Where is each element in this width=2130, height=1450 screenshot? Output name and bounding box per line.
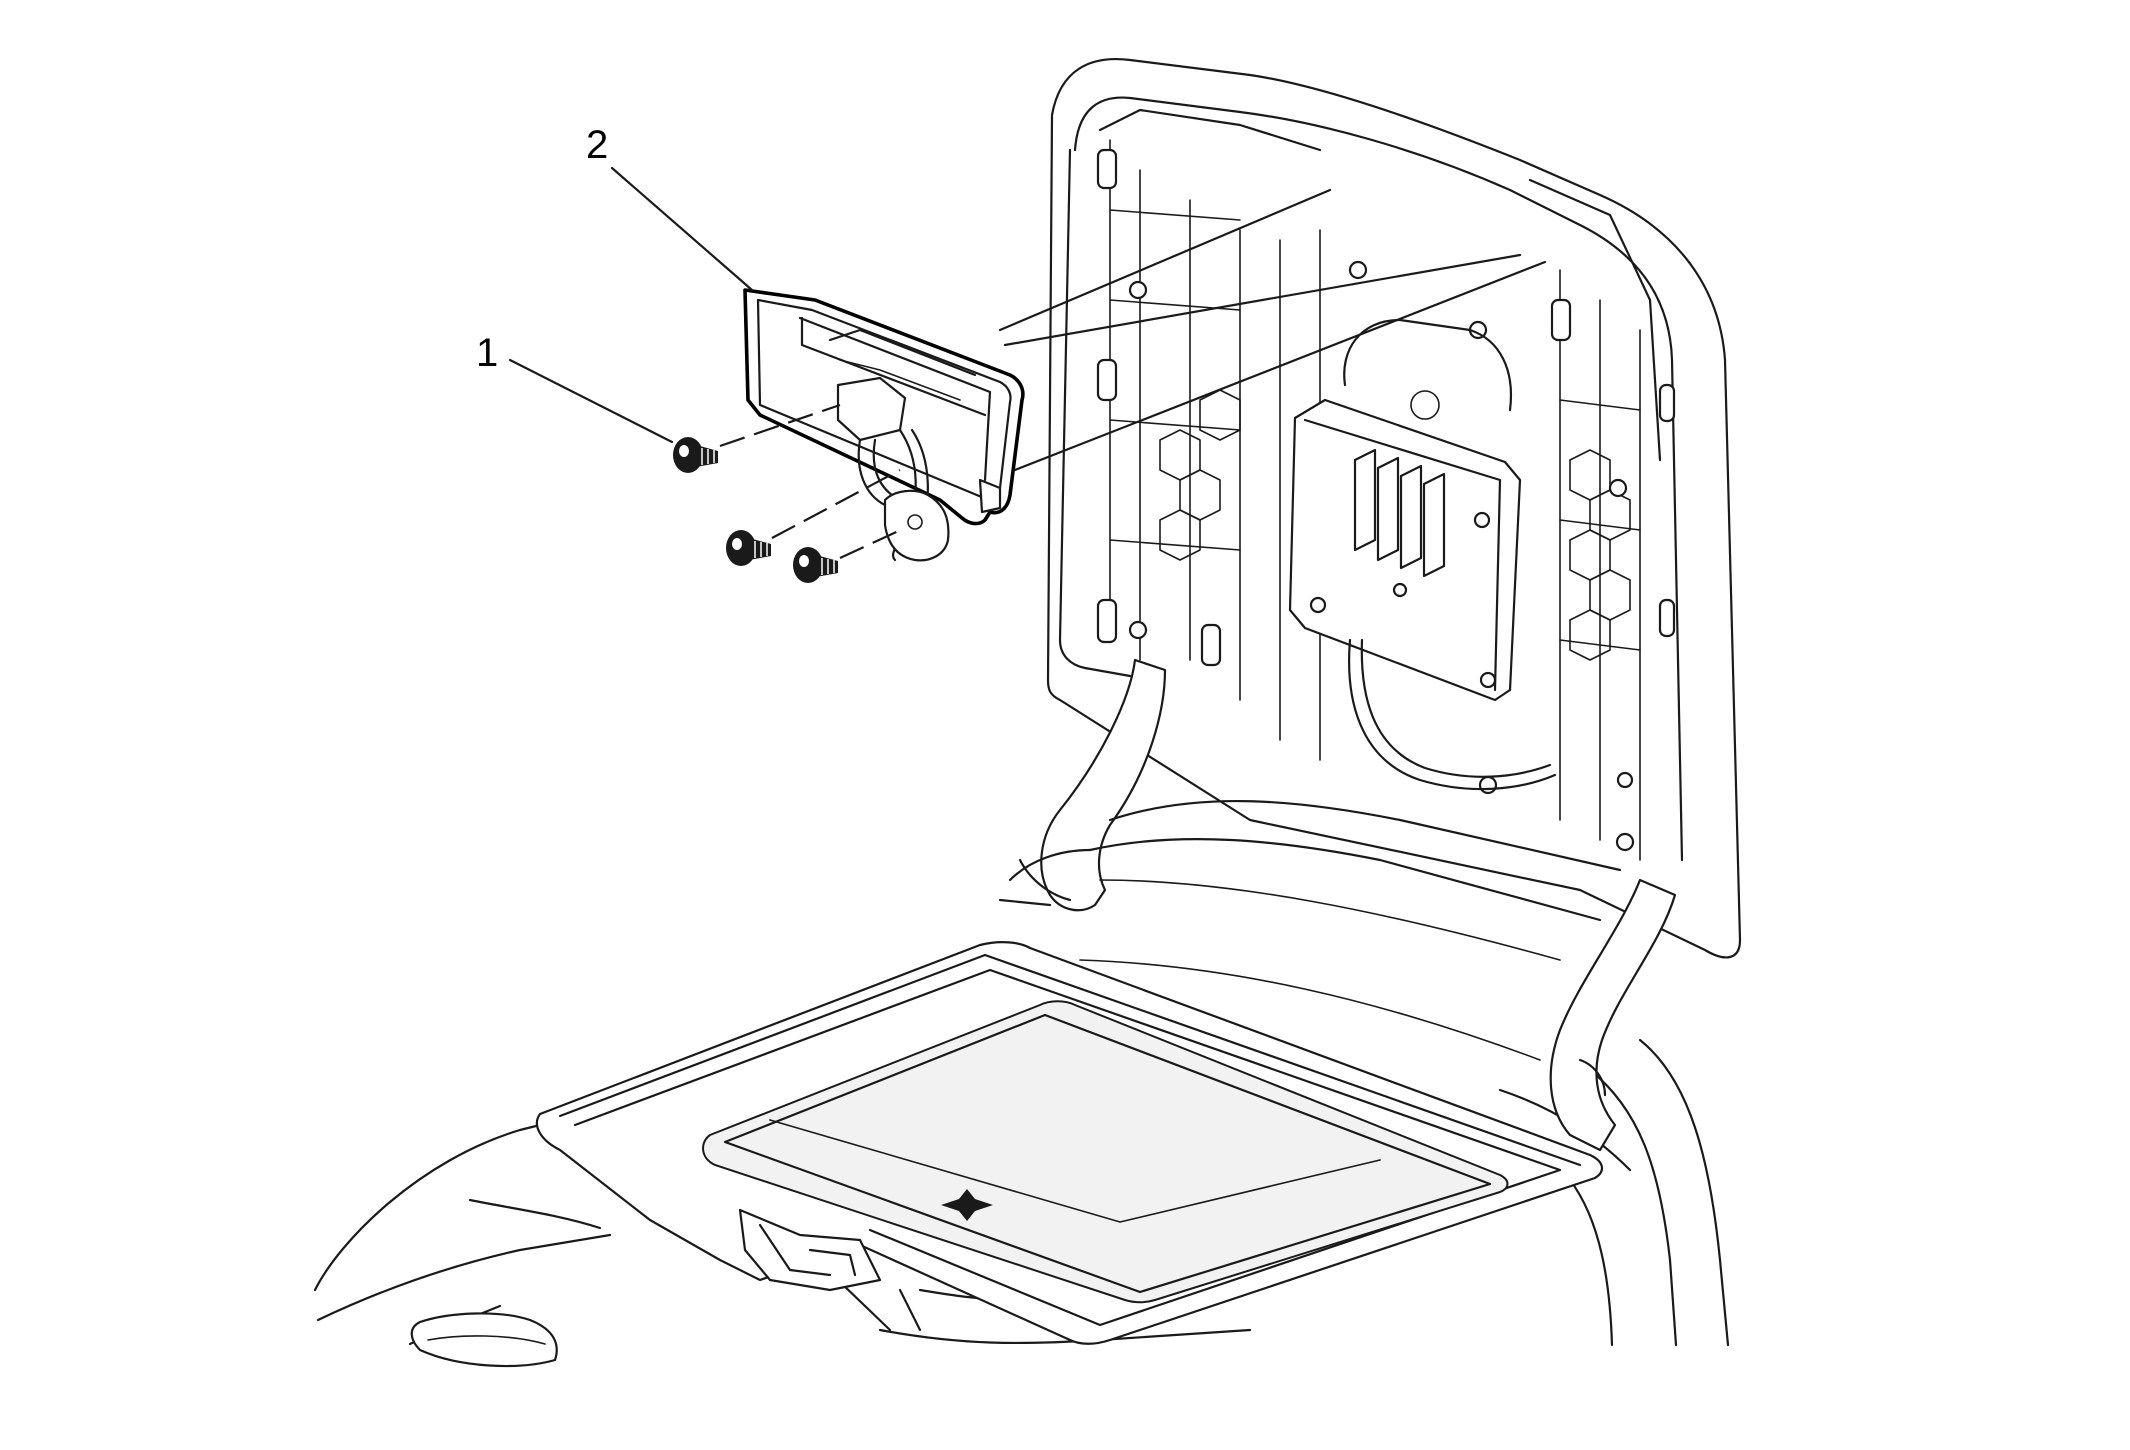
alignment-lines (719, 188, 1547, 559)
callout-label-1: 1 (476, 331, 498, 375)
snowflake-logo-icon (941, 1189, 993, 1221)
heat-sink (1353, 448, 1446, 578)
lid-lower-surface (998, 799, 1622, 1061)
bin-floor-mat (702, 1000, 1509, 1304)
screws-1 (673, 437, 838, 583)
hinge-left (1040, 658, 1167, 912)
control-module (1288, 318, 1557, 791)
hinge-right (1549, 878, 1677, 1152)
lid-hinges (1018, 658, 1677, 1152)
leader-line-2 (610, 166, 754, 292)
storage-bin (535, 941, 1603, 1345)
bracket-outline (743, 288, 1025, 526)
screw-icon (726, 530, 771, 566)
screw-icon (793, 547, 838, 583)
bracket-assembly-2 (743, 288, 1025, 562)
front-pad (410, 1312, 558, 1368)
wiring-harness (1348, 638, 1557, 791)
callout-2: 2 (586, 123, 754, 292)
callout-label-2: 2 (586, 123, 608, 167)
screw-icon (673, 437, 718, 473)
leader-line-1 (508, 358, 674, 444)
callout-1: 1 (476, 331, 674, 444)
